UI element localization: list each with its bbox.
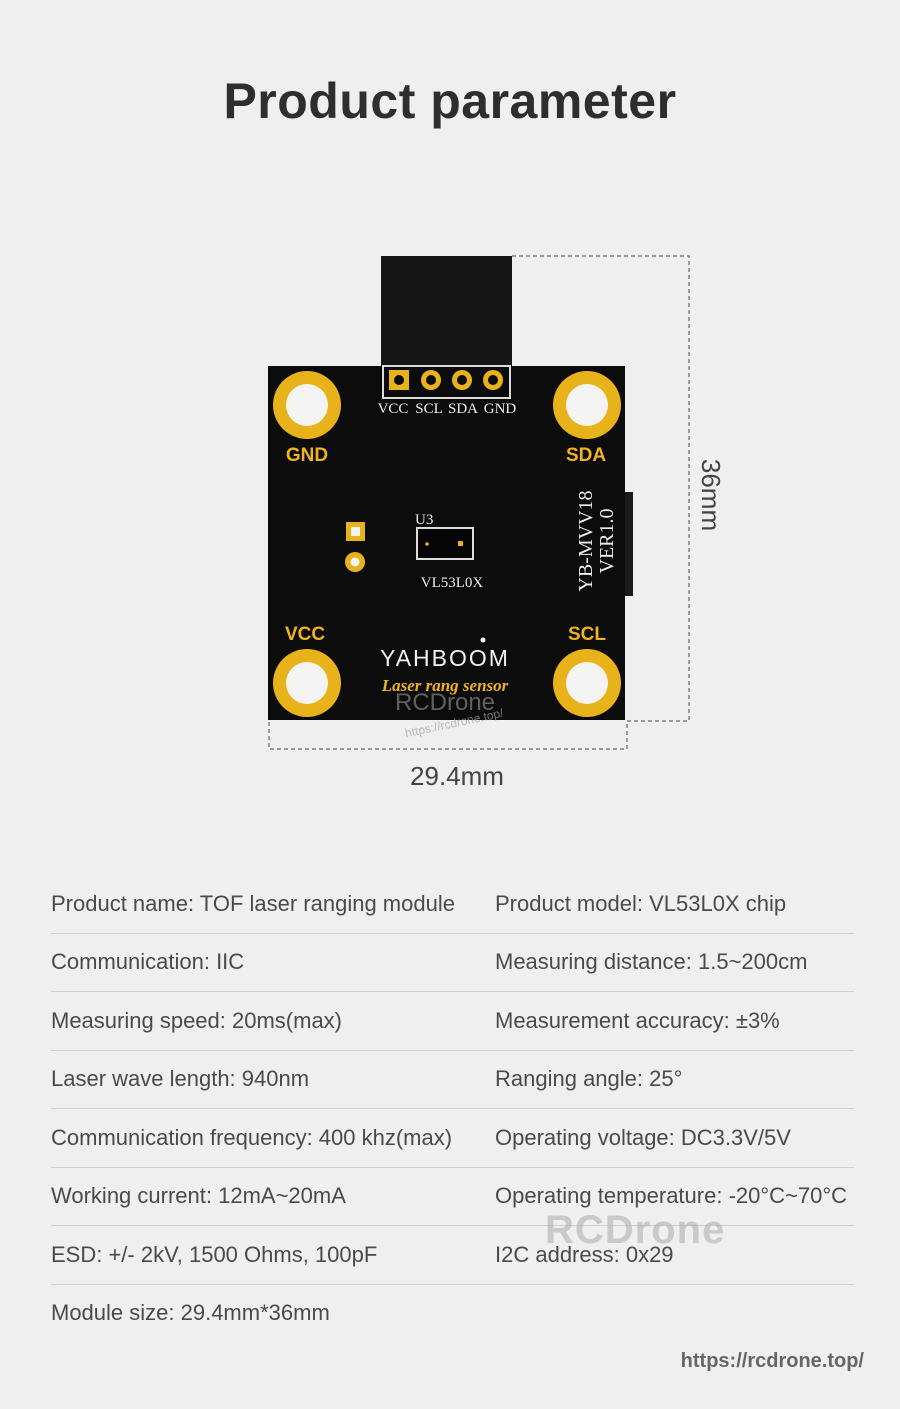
corner-label-scl: SCL [568,624,606,645]
table-row: Measuring speed: 20ms(max) Measurement a… [51,992,854,1051]
board-version: VER1.0 [596,509,618,574]
table-row: Product name: TOF laser ranging module P… [51,875,854,934]
header-label-scl: SCL [415,401,443,417]
param-cell: I2C address: 0x29 [495,1241,674,1267]
param-cell: Operating voltage: DC3.3V/5V [495,1124,791,1150]
width-dimension-line [268,722,628,750]
chip-ref: U3 [415,512,433,528]
watermark: RCDrone [545,1208,726,1252]
height-dimension-line [512,255,690,722]
table-row: Communication: IIC Measuring distance: 1… [51,934,854,992]
mounting-hole-top-right [553,371,621,439]
board-illustration: VCC SCL SDA GND GND SDA VCC SCL U3 VL53L… [268,255,726,791]
param-cell: ESD: +/- 2kV, 1500 Ohms, 100pF [51,1241,378,1267]
param-cell: Communication frequency: 400 khz(max) [51,1124,453,1150]
mounting-hole-bottom-right [553,649,621,717]
board-subtitle: Laser rang sensor [381,676,509,695]
mounting-hole-top-left [273,371,341,439]
mounting-hole-bottom-left [273,649,341,717]
height-dimension-label: 36mm [696,459,726,531]
product-diagram: VCC SCL SDA GND GND SDA VCC SCL U3 VL53L… [268,255,726,791]
param-cell: Ranging angle: 25° [495,1066,683,1092]
table-row: Working current: 12mA~20mA Operating tem… [51,1168,854,1226]
connector-housing [381,256,512,368]
table-row: Module size: 29.4mm*36mm [51,1285,854,1343]
param-cell: Communication: IIC [51,949,245,975]
corner-label-sda: SDA [566,445,606,466]
header-label-gnd: GND [484,401,517,417]
table-row: Laser wave length: 940nm Ranging angle: … [51,1051,854,1109]
table-row: Communication frequency: 400 khz(max) Op… [51,1109,854,1168]
param-cell: Measurement accuracy: ±3% [495,1007,780,1033]
param-cell: Measuring speed: 20ms(max) [51,1007,343,1033]
width-dimension-label: 29.4mm [410,761,504,791]
parameter-table: Product name: TOF laser ranging module P… [51,875,854,1342]
page-title: Product parameter [223,73,677,129]
brand-logo: YAHBOOM [380,645,510,671]
param-cell: Product name: TOF laser ranging module [51,890,455,916]
param-cell: Measuring distance: 1.5~200cm [495,949,808,975]
chip-name: VL53L0X [421,575,484,591]
param-cell: Module size: 29.4mm*36mm [51,1300,330,1326]
header-label-sda: SDA [448,401,478,417]
param-cell: Laser wave length: 940nm [51,1066,310,1092]
corner-label-vcc: VCC [285,624,325,645]
corner-label-gnd: GND [286,445,328,466]
param-cell: Working current: 12mA~20mA [51,1183,346,1209]
footer-url: https://rcdrone.top/ [680,1350,864,1372]
board-watermark: RCDrone [395,689,495,716]
param-cell: Operating temperature: -20°C~70°C [495,1183,848,1209]
board-model: YB-MVV18 [575,490,597,591]
header-label-vcc: VCC [378,401,409,417]
table-row: ESD: +/- 2kV, 1500 Ohms, 100pF I2C addre… [51,1226,854,1285]
param-cell: Product model: VL53L0X chip [495,890,787,916]
